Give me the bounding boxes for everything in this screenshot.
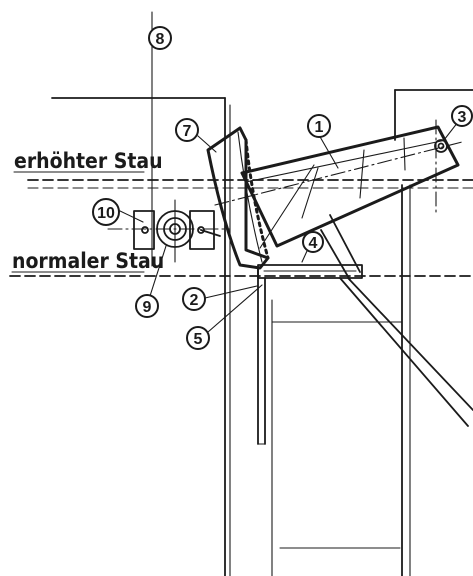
diagonal-strut-2 [347,277,473,411]
drive-bracket-left [133,210,155,250]
flap-arm-centerline [214,141,463,206]
leader-9 [149,245,167,297]
leader-5 [207,284,263,333]
pivot-bearing [434,139,448,153]
flap-arm-inner-top [245,139,447,183]
flap-rib-4 [403,137,406,171]
flap-arm-outline [240,125,460,248]
flap-rib-2 [301,167,319,219]
drive-link [200,229,221,237]
leader-7 [197,135,217,153]
strut-upper-2 [320,229,351,281]
diagonal-strut-1 [339,277,469,427]
callout-1-text: 1 [315,119,324,136]
callout-7-text: 7 [183,123,192,140]
pivot-pin [437,142,445,150]
callout-2-text: 2 [190,292,199,309]
callout-9-text: 9 [143,299,152,316]
normal-level-label: normaler Stau [12,249,164,273]
callout-4: 4 [302,231,324,253]
callout-9: 9 [135,294,159,318]
bracket-bolt-left [141,226,149,234]
drive-unit [107,199,231,263]
callout-1: 1 [307,114,331,138]
strut-upper [329,214,361,273]
leader-1 [318,134,339,169]
flap-rib-1 [259,164,315,249]
callout-10-text: 10 [97,205,115,222]
pier-structure [51,89,473,576]
callout-8: 8 [148,26,172,50]
callout-3-text: 3 [458,109,467,126]
support-frame [257,214,473,445]
gate-segment [206,126,270,270]
callout-4-text: 4 [309,235,318,252]
callouts: 1 2 3 4 5 7 8 9 [92,26,473,350]
callout-10: 10 [92,198,120,226]
leader-3 [443,121,459,141]
leader-lines [117,121,459,333]
flap-arm [214,119,463,249]
leader-10 [117,209,144,223]
flap-rib-3 [359,149,365,199]
segment-inner-curve [237,131,263,263]
callout-3: 3 [451,105,473,127]
callout-7: 7 [175,118,199,142]
raised-level-label: erhöhter Stau [14,149,163,173]
segment-shell [206,126,270,270]
callout-8-text: 8 [156,31,165,48]
post-left [257,267,266,445]
callout-5: 5 [186,326,210,350]
water-levels: erhöhter Stau normaler Stau [9,149,473,277]
leader-2 [204,285,258,299]
callout-5-text: 5 [194,331,203,348]
bracket-bolt-right [197,226,205,234]
drive-bracket-right [189,210,215,250]
callout-2: 2 [182,287,206,311]
